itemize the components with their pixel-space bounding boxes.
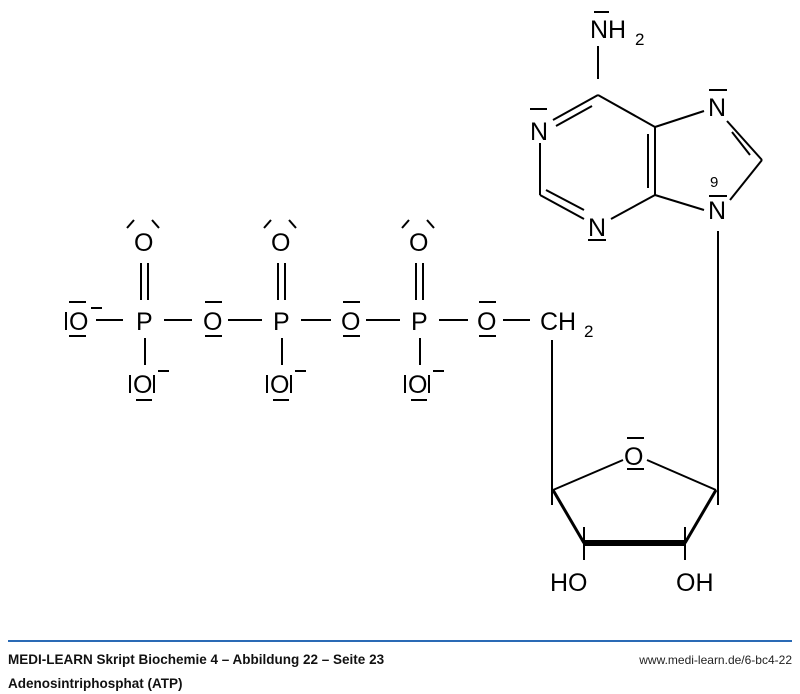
- adenine: NH 2 N N N 9 N: [530, 11, 763, 505]
- o-bridge-1: O: [203, 308, 222, 336]
- triphosphate: O P O O O P O O: [65, 219, 593, 401]
- n9-locant: 9: [710, 174, 718, 191]
- ribose: O HO OH: [550, 340, 718, 597]
- p-alpha-label: P: [411, 308, 428, 336]
- ring-oxygen-label: O: [624, 443, 643, 471]
- o-terminal-label: O: [69, 308, 88, 336]
- n7-label: N: [708, 94, 726, 122]
- o-alpha-bottom: O: [408, 371, 427, 399]
- atp-structure: NH 2 N N N 9 N O: [65, 11, 763, 597]
- hydroxyl-3-label: HO: [550, 569, 588, 597]
- ch2-subscript: 2: [584, 322, 593, 341]
- ch2-label: CH: [540, 308, 576, 336]
- footer-source: MEDI-LEARN Skript Biochemie 4 – Abbildun…: [8, 652, 385, 667]
- figure-title: Adenosintriphosphat (ATP): [8, 676, 183, 691]
- phosphate-alpha-gamma: P O O O P O O O: [126, 219, 593, 401]
- footer-url[interactable]: www.medi-learn.de/6-bc4-22: [639, 653, 792, 667]
- n3-label: N: [588, 214, 606, 242]
- p-beta-label: P: [273, 308, 290, 336]
- o-beta-top: O: [271, 229, 290, 257]
- footer-divider: [8, 640, 792, 642]
- n1-label: N: [530, 118, 548, 146]
- o-bridge-2: O: [341, 308, 360, 336]
- n9-label: N: [708, 197, 726, 225]
- o-gamma-top: O: [134, 229, 153, 257]
- o-ester: O: [477, 308, 496, 336]
- amine-subscript: 2: [635, 30, 644, 49]
- amine-label: NH: [590, 16, 626, 44]
- o-beta-bottom: O: [270, 371, 289, 399]
- o-gamma-bottom: O: [133, 371, 152, 399]
- p-gamma-label: P: [136, 308, 153, 336]
- hydroxyl-2-label: OH: [676, 569, 714, 597]
- o-alpha-top: O: [409, 229, 428, 257]
